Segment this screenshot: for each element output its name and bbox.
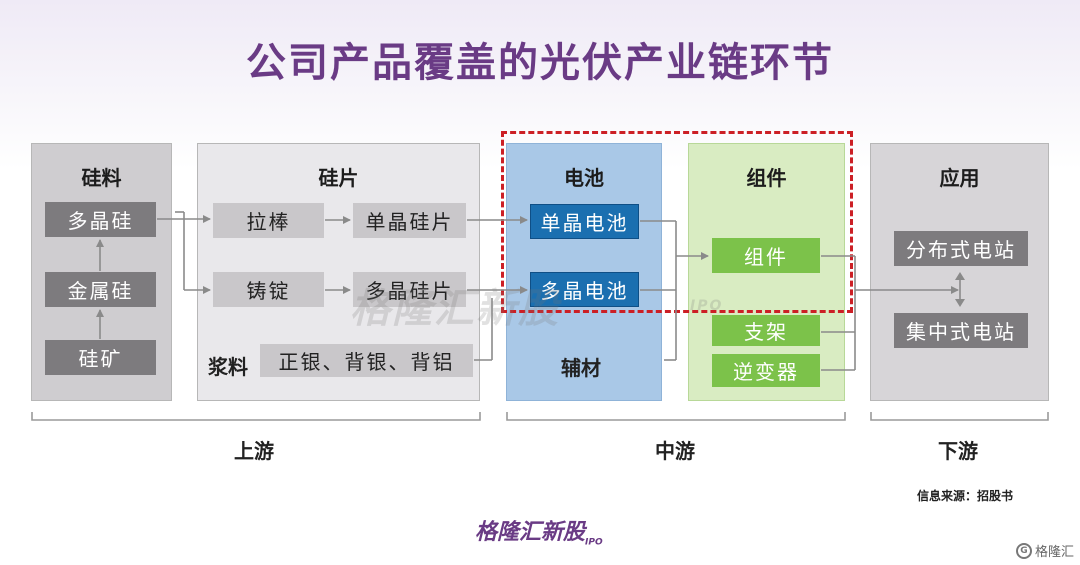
box-metal-silicon: 金属硅 xyxy=(45,272,156,307)
stage-upstream: 上游 xyxy=(234,439,274,463)
panel-title-cell: 电池 xyxy=(564,166,604,190)
stage-midstream: 中游 xyxy=(655,439,695,463)
box-mono-cell: 单晶电池 xyxy=(530,204,639,239)
box-multi-wafer: 多晶硅片 xyxy=(353,272,466,307)
page-title: 公司产品覆盖的光伏产业链环节 xyxy=(246,39,834,86)
box-casting: 铸锭 xyxy=(213,272,324,307)
stage-downstream: 下游 xyxy=(938,439,978,463)
panel-title-silicon-material: 硅料 xyxy=(81,166,122,190)
box-paste-silver: 正银、背银、背铝 xyxy=(260,344,473,377)
source-note: 信息来源：招股书 xyxy=(916,489,1013,503)
g-logo-icon: G xyxy=(1015,542,1032,559)
brand-logo-text: 格隆汇新股 xyxy=(475,520,586,545)
brand-logo: 格隆汇新股IPO xyxy=(475,514,603,547)
corner-logo: G 格隆汇 xyxy=(1015,541,1074,560)
panel-title-module: 组件 xyxy=(746,166,787,190)
box-centralized-station: 集中式电站 xyxy=(894,313,1028,348)
box-silicon-ore: 硅矿 xyxy=(45,340,156,375)
label-auxiliary-materials: 辅材 xyxy=(561,356,601,380)
panel-title-wafer: 硅片 xyxy=(318,166,359,190)
box-ingot-pulling: 拉棒 xyxy=(213,203,324,238)
box-module: 组件 xyxy=(712,238,820,273)
panel-title-application: 应用 xyxy=(939,166,980,190)
box-inverter: 逆变器 xyxy=(712,354,820,387)
box-distributed-station: 分布式电站 xyxy=(894,231,1028,266)
label-paste: 浆料 xyxy=(208,355,248,379)
highlight-frame xyxy=(501,131,853,313)
box-multi-cell: 多晶电池 xyxy=(530,272,639,307)
box-polysilicon: 多晶硅 xyxy=(45,202,156,237)
brand-logo-sub: IPO xyxy=(585,537,603,548)
box-bracket: 支架 xyxy=(712,315,820,346)
watermark-ipo: IPO xyxy=(690,298,724,314)
box-mono-wafer: 单晶硅片 xyxy=(353,203,466,238)
corner-logo-text: 格隆汇 xyxy=(1034,545,1074,560)
panel-application: 应用 xyxy=(870,143,1049,401)
